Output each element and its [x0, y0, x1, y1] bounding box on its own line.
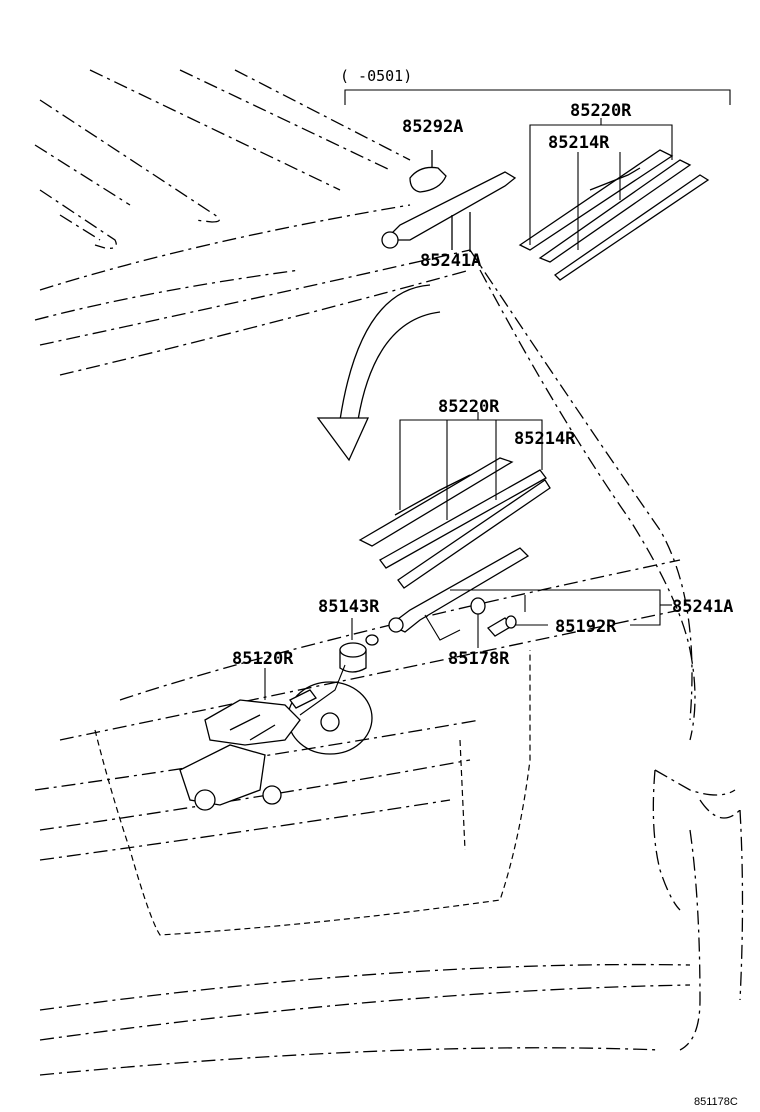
- label-top-cap: 85292A: [402, 117, 463, 137]
- figure-code: 851178C: [694, 1096, 738, 1108]
- label-top-blade-assy: 85220R: [570, 101, 632, 121]
- label-arm: 85241A: [672, 597, 733, 617]
- variant-bracket: ( -0501): [340, 67, 731, 105]
- pivot-cap-part: [339, 618, 379, 673]
- direction-arrow: [316, 284, 441, 462]
- label-top-rubber-refill: 85214R: [548, 133, 610, 153]
- top-leader-lines: [529, 118, 673, 250]
- blade-leader-lines: [399, 412, 543, 520]
- blade-assy-part: [358, 457, 551, 589]
- top-cap-part: [409, 150, 447, 193]
- label-motor-assy: 85120R: [232, 649, 294, 669]
- variant-note: ( -0501): [340, 67, 412, 85]
- label-cover: 85192R: [555, 617, 617, 637]
- label-top-arm: 85241A: [420, 251, 481, 271]
- top-blade-part: [518, 149, 710, 281]
- motor-assy-part: [179, 664, 373, 811]
- label-rubber-refill: 85214R: [514, 429, 576, 449]
- arm-leader-lines: [450, 589, 672, 626]
- cover-part: [486, 595, 548, 637]
- nut-part: [470, 597, 486, 648]
- label-pivot-cap: 85143R: [318, 597, 380, 617]
- top-arm-part: [381, 171, 517, 252]
- label-nut: 85178R: [448, 649, 510, 669]
- label-blade-assy: 85220R: [438, 397, 500, 417]
